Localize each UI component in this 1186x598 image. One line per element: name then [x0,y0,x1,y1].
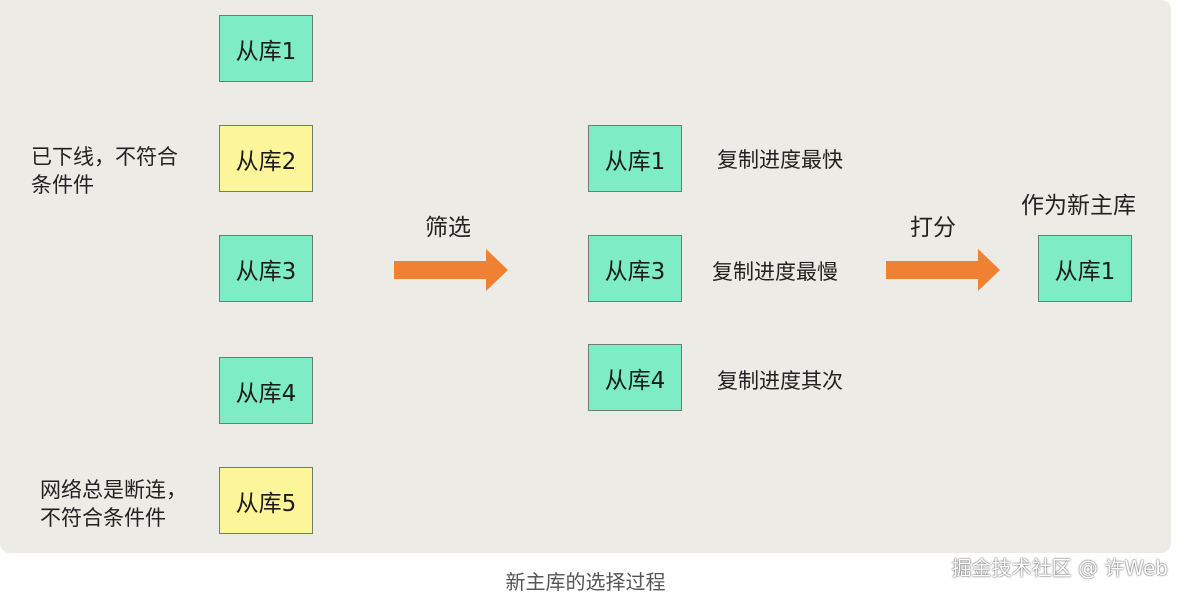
result-title: 作为新主库 [1021,193,1136,219]
watermark: 掘金技术社区 @ 许Web [951,556,1168,580]
diagram-panel: 从库1 从库2 从库3 从库4 从库5 已下线，不符合 条件件 网络总是断连， … [0,0,1171,553]
left-node-1: 从库1 [219,15,313,82]
filter-arrow-icon [394,249,508,291]
mid-label-1: 复制进度最快 [717,148,843,172]
note-offline: 已下线，不符合 条件件 [31,145,178,197]
mid-node-4: 从库4 [588,344,682,411]
mid-node-3: 从库3 [588,235,682,302]
mid-label-3: 复制进度最慢 [712,260,838,284]
left-node-2: 从库2 [219,125,313,192]
note-network-unstable: 网络总是断连， 不符合条件件 [40,478,187,530]
mid-node-1: 从库1 [588,125,682,192]
left-node-3: 从库3 [219,235,313,302]
mid-label-4: 复制进度其次 [717,369,843,393]
score-arrow-icon [886,249,1000,291]
result-node: 从库1 [1038,235,1132,302]
left-node-4: 从库4 [219,357,313,424]
filter-label: 筛选 [425,215,471,241]
figure-caption: 新主库的选择过程 [505,570,666,594]
score-label: 打分 [910,215,956,241]
left-node-5: 从库5 [219,467,313,534]
